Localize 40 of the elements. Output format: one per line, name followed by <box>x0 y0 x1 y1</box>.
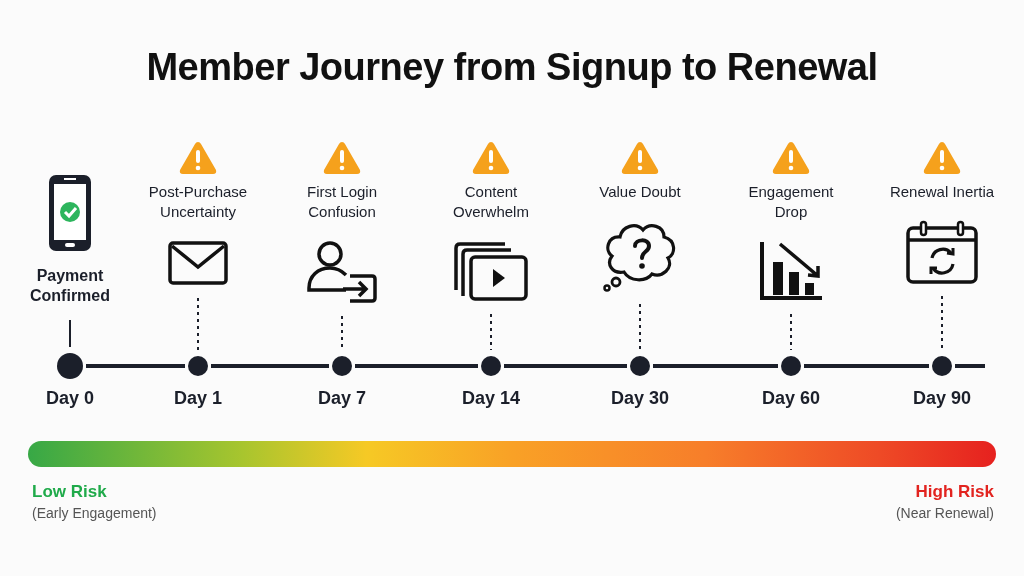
stage-label: Post-Purchase Uncertainty <box>147 182 249 222</box>
stage-label: Content Overwhelm <box>452 182 530 222</box>
leader-line <box>69 319 71 348</box>
stage-label: Engagement Drop <box>747 182 835 222</box>
risk-note: (Near Renewal) <box>895 505 994 521</box>
timeline-line <box>504 364 627 368</box>
timeline-dot <box>332 356 352 376</box>
timeline-line <box>804 364 929 368</box>
stage-label: Payment Confirmed <box>29 266 111 306</box>
day-label: Day 7 <box>318 388 366 409</box>
leader-line <box>941 295 943 351</box>
timeline-line <box>86 364 185 368</box>
risk-level-label: High Risk <box>915 482 994 502</box>
timeline-dot <box>932 356 952 376</box>
day-label: Day 90 <box>913 388 971 409</box>
timeline-dot <box>781 356 801 376</box>
timeline-dot <box>188 356 208 376</box>
stage-label: First Login Confusion <box>306 182 378 222</box>
day-label: Day 60 <box>762 388 820 409</box>
risk-level-label: Low Risk <box>32 482 107 502</box>
day-label: Day 0 <box>46 388 94 409</box>
leader-line <box>197 297 199 351</box>
leader-line <box>639 303 641 351</box>
diagram-title: Member Journey from Signup to Renewal <box>145 46 879 89</box>
risk-gradient-bar <box>28 441 996 467</box>
leader-line <box>790 313 792 351</box>
timeline-line <box>211 364 329 368</box>
timeline-line <box>955 364 985 368</box>
timeline-line <box>355 364 478 368</box>
leader-line <box>490 313 492 351</box>
stage-label: Value Doubt <box>599 182 681 202</box>
risk-note: (Early Engagement) <box>32 505 157 521</box>
day-label: Day 1 <box>174 388 222 409</box>
day-label: Day 14 <box>462 388 520 409</box>
timeline-dot <box>630 356 650 376</box>
stage-label: Renewal Inertia <box>889 182 995 202</box>
timeline-dot <box>57 353 83 379</box>
timeline-dot <box>481 356 501 376</box>
day-label: Day 30 <box>611 388 669 409</box>
timeline-line <box>653 364 778 368</box>
